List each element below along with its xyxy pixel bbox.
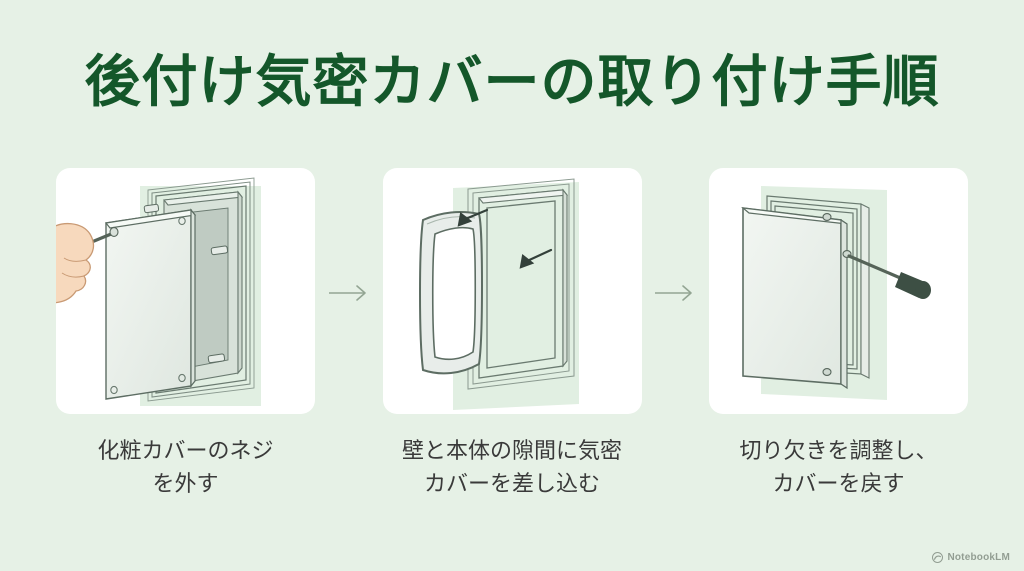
- notebooklm-label: NotebookLM: [947, 552, 1010, 563]
- step-caption-1: 化粧カバーのネジ を外す: [56, 434, 315, 500]
- step-caption-2-line-1: 壁と本体の隙間に気密: [401, 438, 622, 463]
- arrow-right-icon: [655, 285, 693, 301]
- step-caption-1-line-2: を外す: [152, 471, 219, 496]
- screwdriver-shape: [847, 254, 931, 299]
- caption-gap-2: [642, 434, 708, 500]
- step-caption-2-line-2: カバーを差し込む: [423, 471, 600, 496]
- caption-gap-1: [316, 434, 382, 500]
- illustration-step-2: [383, 168, 642, 414]
- illustration-step-1: [56, 168, 315, 414]
- steps-panel-row: [56, 168, 968, 418]
- step-card-3: [709, 168, 968, 414]
- step-caption-3-line-1: 切り欠きを調整し、: [739, 438, 938, 463]
- notebooklm-logo-icon: [932, 552, 944, 563]
- hand-shape: [56, 223, 95, 304]
- step-captions-row: 化粧カバーのネジ を外す 壁と本体の隙間に気密 カバーを差し込む 切り欠きを調整…: [56, 434, 968, 500]
- step-caption-2: 壁と本体の隙間に気密 カバーを差し込む: [383, 434, 642, 500]
- page-title: 後付け気密カバーの取り付け手順: [84, 50, 940, 113]
- step-card-2: [382, 168, 642, 414]
- step-caption-3-line-2: カバーを戻す: [772, 471, 905, 496]
- insert-arrow-lower-icon: [519, 248, 552, 269]
- step-caption-1-line-1: 化粧カバーのネジ: [97, 438, 274, 463]
- step-caption-3: 切り欠きを調整し、 カバーを戻す: [709, 434, 968, 500]
- step-card-1: [56, 168, 315, 414]
- notebooklm-watermark: NotebookLM: [932, 552, 1010, 563]
- arrow-step-1-to-2: [316, 168, 382, 418]
- arrow-right-icon: [328, 285, 366, 301]
- insert-arrow-upper-icon: [457, 208, 488, 227]
- gasket-frame-shape: [418, 211, 483, 375]
- arrow-step-2-to-3: [642, 168, 708, 418]
- illustration-step-3: [709, 168, 968, 414]
